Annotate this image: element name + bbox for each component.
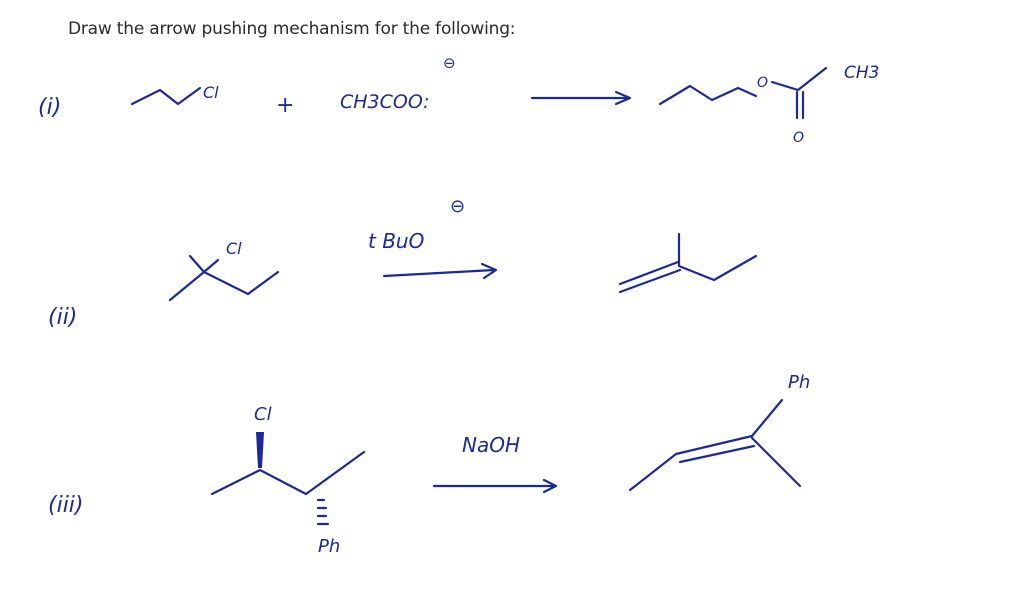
problem-3-reactant-cl: Cl (254, 404, 272, 425)
problem-1: (i) Cl + CH3COO: ⊖ O O CH3 (38, 54, 879, 146)
problem-2-label: (ii) (48, 305, 77, 330)
reaction-arrow-1 (530, 90, 632, 106)
acetate-reagent: CH3COO: (340, 91, 430, 113)
ester-backbone (770, 66, 828, 92)
alkene-product (618, 232, 758, 294)
naoh-reagent: NaOH (462, 433, 520, 457)
ester-oxygen: O (757, 75, 768, 91)
hash-bond (316, 498, 330, 526)
acetate-charge: ⊖ (443, 54, 456, 72)
methyl-group: CH3 (844, 63, 879, 83)
problem-2-reactant-cl: Cl (226, 239, 242, 258)
plus-sign: + (276, 93, 294, 118)
problem-3-reactant-ph: Ph (318, 536, 340, 557)
problem-2: (ii) Cl t BuO ⊖ (48, 196, 758, 330)
problem-3-label: (iii) (48, 493, 84, 518)
tbuo-reagent: t BuO (368, 229, 424, 253)
reaction-arrow-3 (432, 478, 558, 494)
carbonyl-oxygen: O (793, 130, 804, 146)
wedge-bond (256, 432, 264, 468)
propyl-chain (130, 86, 202, 106)
problem-3: (iii) Cl Ph NaOH Ph (48, 372, 810, 557)
carbonyl-double-bond (795, 90, 805, 120)
stilbene-like-product (628, 398, 802, 492)
problem-1-label: (i) (38, 95, 61, 120)
problem-3-product-ph: Ph (788, 372, 810, 393)
page-title: Draw the arrow pushing mechanism for the… (68, 19, 516, 39)
ester-alkyl-chain (658, 84, 758, 106)
problem-3-skeleton (210, 450, 366, 496)
problem-1-reactant-cl: Cl (203, 83, 219, 102)
tbuo-charge: ⊖ (450, 196, 465, 217)
reaction-arrow-2 (382, 262, 498, 280)
tert-chloride-skeleton (168, 254, 280, 302)
